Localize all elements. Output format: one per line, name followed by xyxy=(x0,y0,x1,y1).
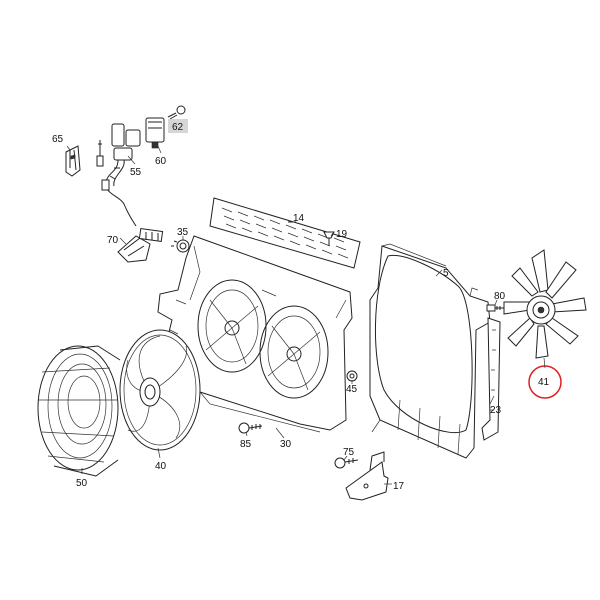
label-65: 65 xyxy=(52,134,64,145)
highlight-box-62 xyxy=(168,119,188,133)
label-14: 14 xyxy=(293,213,305,224)
label-41: 41 xyxy=(538,377,550,388)
part-62-screw[interactable] xyxy=(167,105,188,133)
label-19: 19 xyxy=(336,229,348,240)
part-50-fan-guard[interactable] xyxy=(37,345,121,477)
label-17: 17 xyxy=(393,481,405,492)
part-75-bolt[interactable] xyxy=(334,457,359,469)
label-23: 23 xyxy=(490,405,502,416)
label-30: 30 xyxy=(280,439,292,450)
part-35-grommet[interactable] xyxy=(171,239,190,253)
part-17-bracket[interactable] xyxy=(345,451,389,501)
part-65-bracket[interactable] xyxy=(65,145,81,177)
part-55-relay-harness[interactable] xyxy=(96,123,141,227)
part-85-screw[interactable] xyxy=(238,422,263,434)
label-62: 62 xyxy=(172,122,184,133)
label-75: 75 xyxy=(343,447,355,458)
label-5: 5 xyxy=(443,268,449,279)
part-45-nut[interactable] xyxy=(346,370,358,382)
part-5-shroud[interactable] xyxy=(369,243,491,459)
part-41-viscous-fan[interactable] xyxy=(503,249,587,399)
label-45: 45 xyxy=(346,384,358,395)
callout-labels: 65 62 60 55 70 35 14 19 5 80 41 23 45 85… xyxy=(52,122,550,492)
part-30-fan-frame[interactable] xyxy=(157,235,353,433)
part-40-fan-wheel[interactable] xyxy=(119,329,201,451)
part-19-clip[interactable] xyxy=(323,231,335,246)
part-70-module[interactable] xyxy=(117,227,164,263)
part-23-seal[interactable] xyxy=(481,317,501,441)
label-40: 40 xyxy=(155,461,167,472)
leader-lines xyxy=(66,145,546,485)
label-70: 70 xyxy=(107,235,119,246)
part-60-connector[interactable] xyxy=(145,117,165,149)
label-60: 60 xyxy=(155,156,167,167)
label-50: 50 xyxy=(76,478,88,489)
part-80-bolt[interactable] xyxy=(486,304,504,312)
label-85: 85 xyxy=(240,439,252,450)
label-80: 80 xyxy=(494,291,506,302)
label-35: 35 xyxy=(177,227,189,238)
label-55: 55 xyxy=(130,167,142,178)
